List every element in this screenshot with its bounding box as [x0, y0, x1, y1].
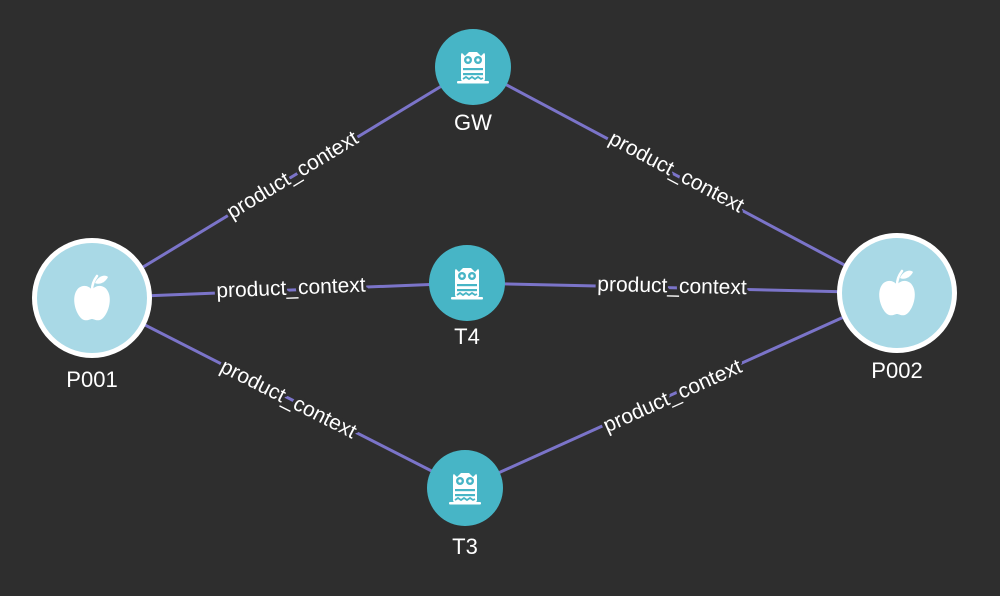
- edge-p001-gw[interactable]: [91, 65, 474, 300]
- node-label-gw: GW: [454, 110, 492, 135]
- node-gw[interactable]: GW: [435, 29, 511, 135]
- owl-app-icon: [456, 51, 490, 85]
- owl-app-icon: [448, 472, 482, 506]
- edge-label-t4-p002: product_context: [597, 273, 747, 299]
- edge-t4-p002[interactable]: [466, 281, 898, 295]
- edge-label-gw-p002: product_context: [605, 127, 748, 218]
- node-t3[interactable]: T3: [427, 450, 503, 559]
- node-label-t3: T3: [452, 534, 478, 559]
- edge-label-p001-t4: product_context: [216, 274, 366, 303]
- node-label-p001: P001: [66, 367, 117, 392]
- edge-t3-p002[interactable]: [464, 291, 898, 490]
- edge-p001-t3[interactable]: [91, 296, 466, 490]
- edge-label-p001-t3: product_context: [217, 355, 361, 443]
- edge-p001-t4[interactable]: [91, 281, 468, 300]
- node-p002[interactable]: P002: [837, 233, 957, 383]
- owl-app-icon: [450, 267, 484, 301]
- node-label-t4: T4: [454, 324, 480, 349]
- edge-gw-p002[interactable]: [472, 65, 898, 295]
- edge-label-t3-p002: product_context: [600, 355, 746, 438]
- node-t4[interactable]: T4: [429, 245, 505, 349]
- node-p001[interactable]: P001: [32, 238, 152, 392]
- edge-label-p001-gw: product_context: [223, 127, 363, 224]
- node-label-p002: P002: [871, 358, 922, 383]
